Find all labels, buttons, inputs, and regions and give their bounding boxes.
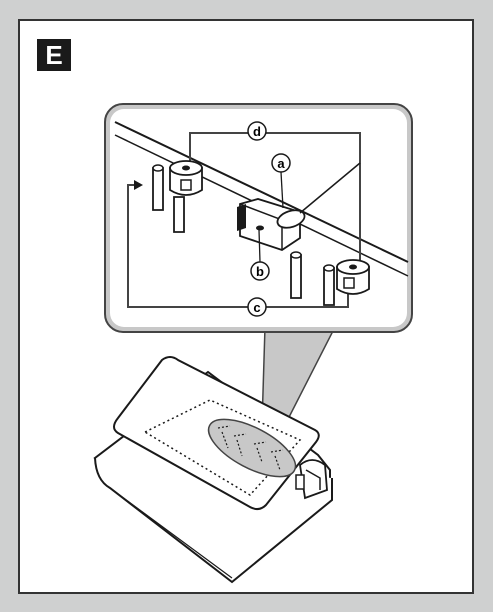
device-body (93, 356, 333, 584)
callout-a-leader (280, 171, 284, 209)
callout-c-bracket (127, 184, 349, 308)
pin-right (323, 264, 335, 306)
svg-text:c: c (253, 300, 260, 315)
callout-b: b (250, 261, 270, 281)
callout-b-leader (258, 229, 261, 263)
lens-leader (299, 162, 361, 214)
callout-a: a (271, 153, 291, 173)
svg-text:d: d (253, 124, 261, 139)
pin-center (290, 251, 302, 299)
section-letter-badge: E (37, 39, 71, 71)
roller-left (169, 160, 203, 196)
callout-c-arrow-left (134, 180, 143, 190)
svg-text:a: a (277, 156, 285, 171)
highlight-region (207, 418, 297, 478)
pin-left-back (152, 164, 164, 211)
roller-right (336, 259, 370, 295)
callout-d: d (247, 121, 267, 141)
svg-text:b: b (256, 264, 264, 279)
pin-left-front (173, 196, 185, 233)
callout-c: c (247, 297, 267, 317)
lens-part (276, 209, 306, 229)
callout-d-bracket (189, 132, 361, 280)
